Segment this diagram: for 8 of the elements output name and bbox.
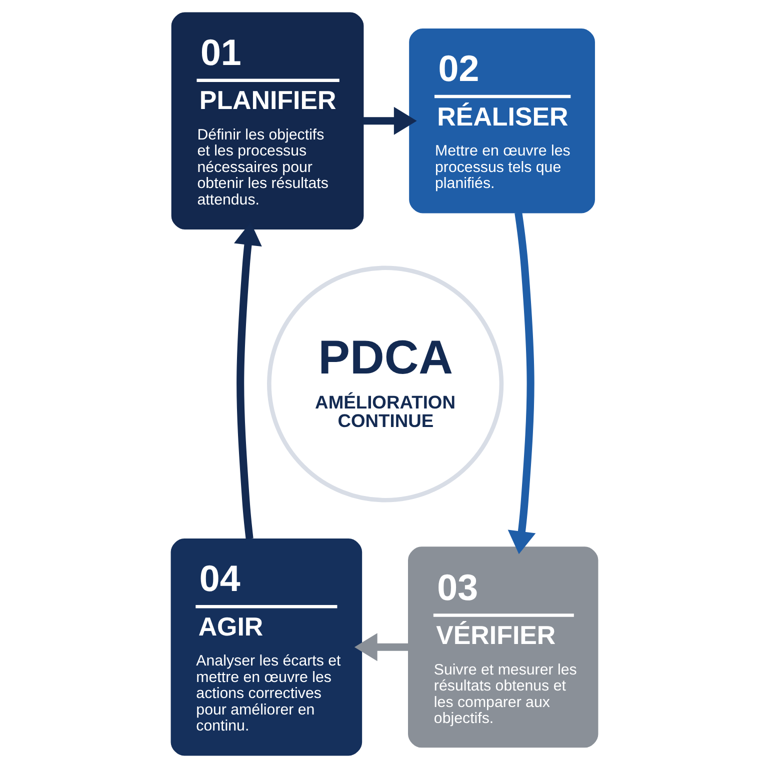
arrow [507,212,536,554]
arrow [354,633,408,662]
node-box: 02 RÉALISER Mettre en œuvre les processus tels que planifiés. [408,28,594,214]
arrow [362,106,416,135]
node-box: 04 AGIR Analyser les écarts et mettre en œuvre les actions correctives pour améliorer en continu. [170,538,362,756]
node-box: 03 VÉRIFIER Suivre et mesurer les résultats obtenus et les comparer aux objectifs. [408,546,598,748]
node-circle: PDCA AMÉLIORATION CONTINUE [266,266,504,502]
node-box: 01 PLANIFIER Définir les objectifs et les processus nécessaires pour obtenir les résultats attendus. [170,12,364,230]
